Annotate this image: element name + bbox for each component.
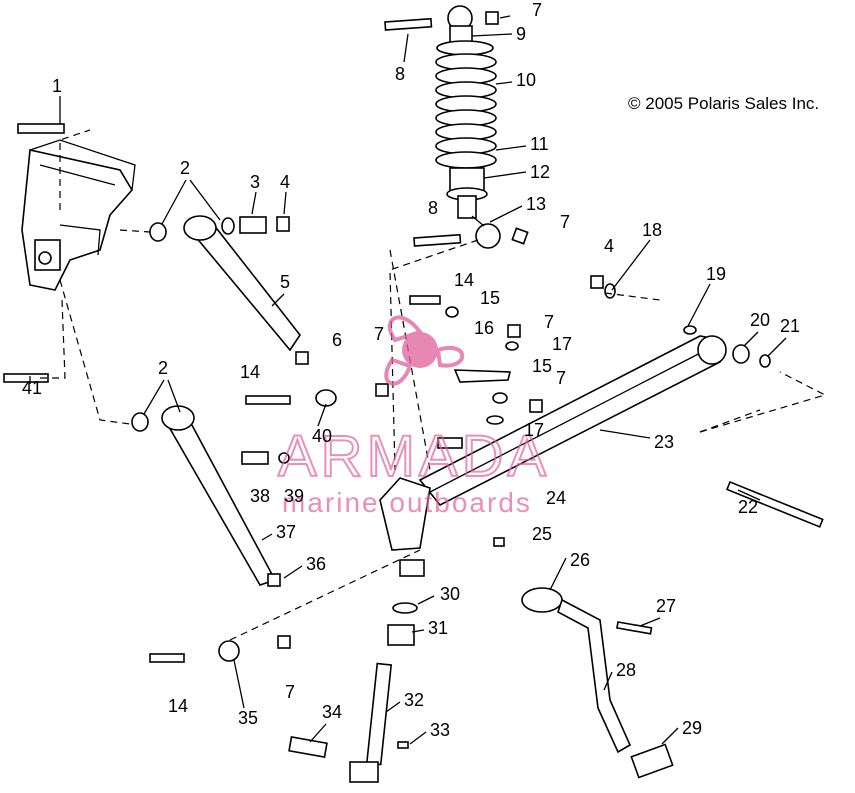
callout-41: 41 bbox=[22, 378, 42, 398]
callout-9: 9 bbox=[516, 24, 526, 44]
callout-15b: 15 bbox=[532, 356, 552, 376]
callout-13: 13 bbox=[526, 194, 546, 214]
callout-2b: 2 bbox=[158, 358, 168, 378]
callout-3: 3 bbox=[250, 172, 260, 192]
upper-a-arm bbox=[17, 123, 301, 352]
copyright-text: © 2005 Polaris Sales Inc. bbox=[628, 94, 819, 113]
callout-17b: 17 bbox=[524, 420, 544, 440]
callout-1: 1 bbox=[52, 76, 62, 96]
callout-7b: 7 bbox=[560, 212, 570, 232]
callout-27: 27 bbox=[656, 596, 676, 616]
callout-33: 33 bbox=[430, 720, 450, 740]
callout-7c: 7 bbox=[544, 312, 554, 332]
frame-bracket bbox=[21, 139, 136, 291]
trailing-arm bbox=[418, 325, 824, 528]
spindle-knuckle bbox=[288, 477, 431, 783]
callout-7f: 7 bbox=[285, 682, 295, 702]
callout-11: 11 bbox=[530, 134, 549, 154]
callout-32: 32 bbox=[404, 690, 424, 710]
callout-7a: 7 bbox=[532, 0, 542, 20]
callout-38: 38 bbox=[250, 486, 270, 506]
callout-17a: 17 bbox=[552, 334, 572, 354]
callout-7d: 7 bbox=[556, 368, 566, 388]
callout-16: 16 bbox=[474, 318, 494, 338]
callout-28: 28 bbox=[616, 660, 636, 680]
callout-26: 26 bbox=[570, 550, 590, 570]
callout-20: 20 bbox=[750, 310, 770, 330]
callout-14c: 14 bbox=[168, 696, 188, 716]
callout-39: 39 bbox=[284, 486, 304, 506]
callout-23: 23 bbox=[654, 432, 674, 452]
callout-37: 37 bbox=[276, 522, 296, 542]
callout-8b: 8 bbox=[428, 198, 438, 218]
callout-leaders bbox=[29, 15, 787, 745]
callout-18: 18 bbox=[642, 220, 662, 240]
callout-2: 2 bbox=[180, 158, 190, 178]
callout-8a: 8 bbox=[395, 64, 405, 84]
callout-40: 40 bbox=[312, 426, 332, 446]
callout-12: 12 bbox=[530, 162, 550, 182]
callout-15a: 15 bbox=[480, 288, 500, 308]
callout-4b: 4 bbox=[604, 236, 614, 256]
callout-14a: 14 bbox=[454, 270, 474, 290]
callout-21: 21 bbox=[780, 316, 800, 336]
shock-absorber bbox=[435, 5, 501, 249]
callout-labels: 1 2 3 4 5 6 7 8 9 10 11 12 13 14 15 16 1… bbox=[22, 0, 800, 740]
callout-35: 35 bbox=[238, 708, 258, 728]
callout-4: 4 bbox=[280, 172, 290, 192]
callout-31: 31 bbox=[428, 618, 448, 638]
callout-14b: 14 bbox=[240, 362, 260, 382]
callout-34: 34 bbox=[322, 702, 342, 722]
misc-hardware bbox=[149, 275, 616, 663]
watermark-tagline: marine outboards bbox=[282, 487, 532, 518]
axle-guide bbox=[699, 409, 761, 433]
callout-29: 29 bbox=[682, 718, 702, 738]
watermark-brand: ARMADA bbox=[278, 424, 550, 489]
callout-7e: 7 bbox=[374, 324, 384, 344]
callout-19: 19 bbox=[706, 264, 726, 284]
callout-30: 30 bbox=[440, 584, 460, 604]
armada-logo bbox=[384, 315, 465, 386]
brake-pedal bbox=[521, 587, 674, 779]
callout-10: 10 bbox=[516, 70, 536, 90]
callout-25: 25 bbox=[532, 524, 552, 544]
callout-6: 6 bbox=[332, 330, 342, 350]
callout-22: 22 bbox=[738, 497, 758, 517]
steering-hardware bbox=[409, 295, 543, 547]
lower-a-arm bbox=[3, 373, 290, 586]
callout-24: 24 bbox=[546, 488, 566, 508]
shock-hardware bbox=[384, 11, 529, 247]
callout-5: 5 bbox=[280, 272, 290, 292]
callout-36: 36 bbox=[306, 554, 326, 574]
